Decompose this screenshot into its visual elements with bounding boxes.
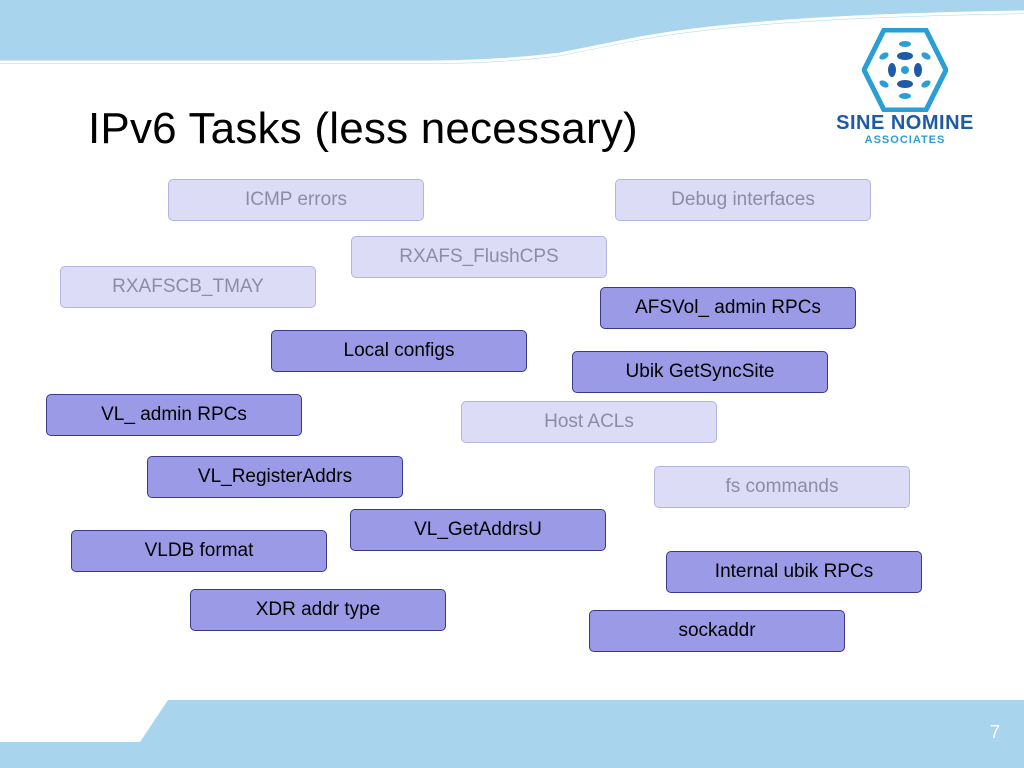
company-logo: SINE NOMINE ASSOCIATES	[820, 28, 990, 158]
task-box: XDR addr type	[190, 589, 446, 631]
task-box: VL_RegisterAddrs	[147, 456, 403, 498]
task-box: Ubik GetSyncSite	[572, 351, 828, 393]
task-box: RXAFSCB_TMAY	[60, 266, 316, 308]
task-box: Internal ubik RPCs	[666, 551, 922, 593]
task-box: VLDB format	[71, 530, 327, 572]
task-box: fs commands	[654, 466, 910, 508]
task-box: Local configs	[271, 330, 527, 372]
logo-subtitle: ASSOCIATES	[864, 134, 946, 146]
hexagon-logo-icon	[862, 28, 948, 112]
task-box: Host ACLs	[461, 401, 717, 443]
logo-name: SINE NOMINE	[836, 112, 974, 134]
slide-title: IPv6 Tasks (less necessary)	[88, 104, 638, 153]
task-box: VL_GetAddrsU	[350, 509, 606, 551]
page-number: 7	[989, 722, 1000, 742]
task-box: sockaddr	[589, 610, 845, 652]
task-box: RXAFS_FlushCPS	[351, 236, 607, 278]
task-box: Debug interfaces	[615, 179, 871, 221]
task-box: ICMP errors	[168, 179, 424, 221]
task-box: AFSVol_ admin RPCs	[600, 287, 856, 329]
task-box: VL_ admin RPCs	[46, 394, 302, 436]
